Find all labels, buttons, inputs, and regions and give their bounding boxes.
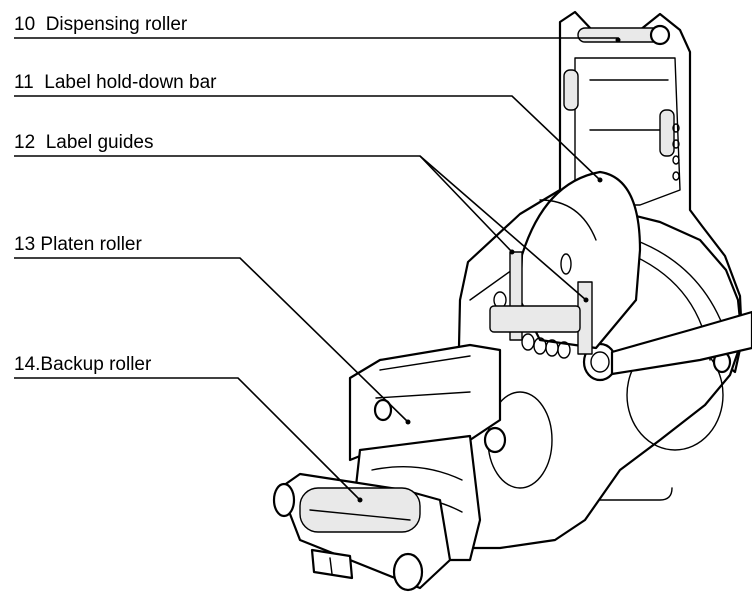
callout-12-text: Label guides xyxy=(45,132,154,153)
callout-12: 12 Label guides xyxy=(14,132,153,154)
callout-13: 13 Platen roller xyxy=(14,234,142,256)
callout-11-text: Label hold-down bar xyxy=(44,72,217,93)
callout-10: 10 Dispensing roller xyxy=(14,14,187,36)
callout-13-text: Platen roller xyxy=(40,234,142,255)
dispensing-roller xyxy=(577,24,671,46)
callout-14-number: 14 xyxy=(14,354,36,375)
leader-lines xyxy=(14,37,621,503)
leader-line-10 xyxy=(14,37,619,40)
callout-12-number: 12 xyxy=(14,132,36,153)
leader-line-13 xyxy=(14,257,409,423)
callout-11-number: 11 xyxy=(14,72,34,93)
front-mechanism xyxy=(272,343,507,592)
callout-10-text: Dispensing roller xyxy=(45,14,188,35)
callout-14: 14.Backup roller xyxy=(14,354,152,375)
callout-13-number: 13 xyxy=(14,234,36,255)
callout-11: 11 Label hold-down bar xyxy=(14,72,216,94)
leader-line-14 xyxy=(14,377,361,501)
callout-14-text: Backup roller xyxy=(40,354,152,375)
leader-line-11 xyxy=(14,95,601,181)
label-holder xyxy=(489,170,642,359)
callout-10-number: 10 xyxy=(14,14,36,35)
